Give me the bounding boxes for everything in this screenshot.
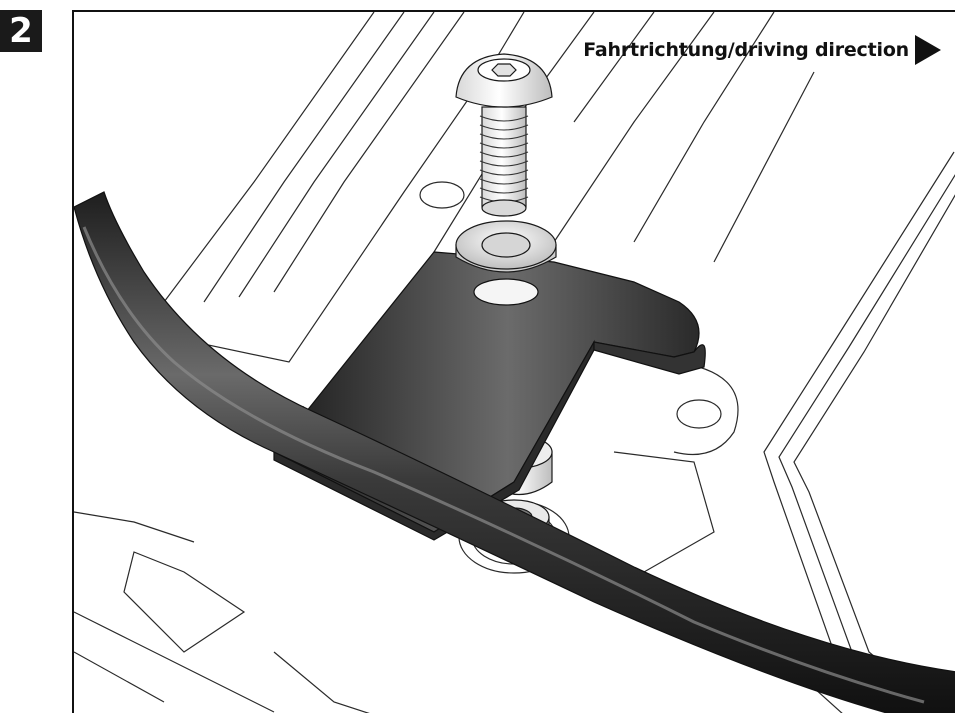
assembly-illustration	[74, 12, 955, 713]
play-triangle-icon	[915, 35, 941, 65]
button-head-screw	[455, 53, 553, 217]
driving-direction-indicator: Fahrtrichtung/driving direction	[583, 35, 941, 65]
step-number-badge: 2	[0, 10, 42, 52]
step-number: 2	[9, 11, 33, 51]
washer	[455, 220, 557, 273]
driving-direction-label: Fahrtrichtung/driving direction	[583, 39, 909, 61]
illustration-frame: Fahrtrichtung/driving direction	[72, 10, 955, 713]
crash-bar-tube	[74, 191, 955, 713]
